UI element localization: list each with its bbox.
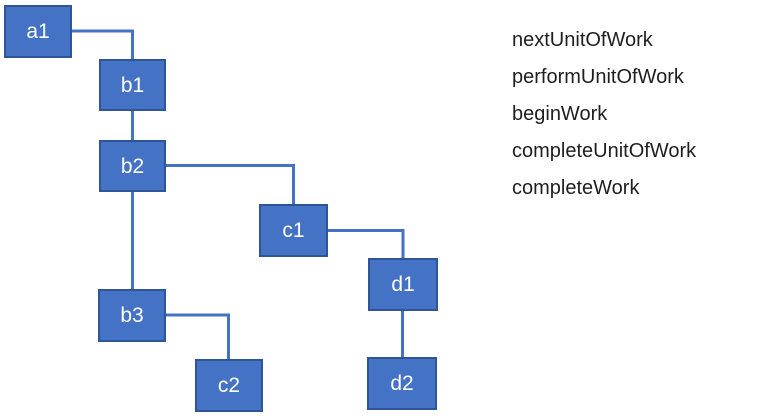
tree-node-c2: c2 (195, 359, 263, 412)
edge-c1-d1 (328, 229, 405, 258)
tree-node-c1: c1 (259, 204, 328, 257)
legend-item-begin-work: beginWork (512, 103, 608, 125)
tree-node-b3: b3 (98, 289, 166, 342)
edge-b2-c1 (166, 164, 295, 204)
tree-node-a1: a1 (4, 5, 72, 58)
edge-b3-c2 (166, 313, 230, 359)
tree-node-b1: b1 (99, 59, 166, 111)
legend-item-complete-unit-of-work: completeUnitOfWork (512, 140, 697, 162)
legend-item-perform-unit-of-work: performUnitOfWork (512, 66, 684, 88)
legend-item-next-unit-of-work: nextUnitOfWork (512, 29, 653, 51)
function-name-list: nextUnitOfWork performUnitOfWork beginWo… (512, 22, 696, 207)
tree-node-d2: d2 (367, 357, 437, 410)
legend-item-complete-work: completeWork (512, 177, 640, 199)
tree-node-b2: b2 (99, 140, 166, 192)
tree-node-d1: d1 (368, 258, 438, 311)
edge-a1-b1 (72, 29, 134, 59)
